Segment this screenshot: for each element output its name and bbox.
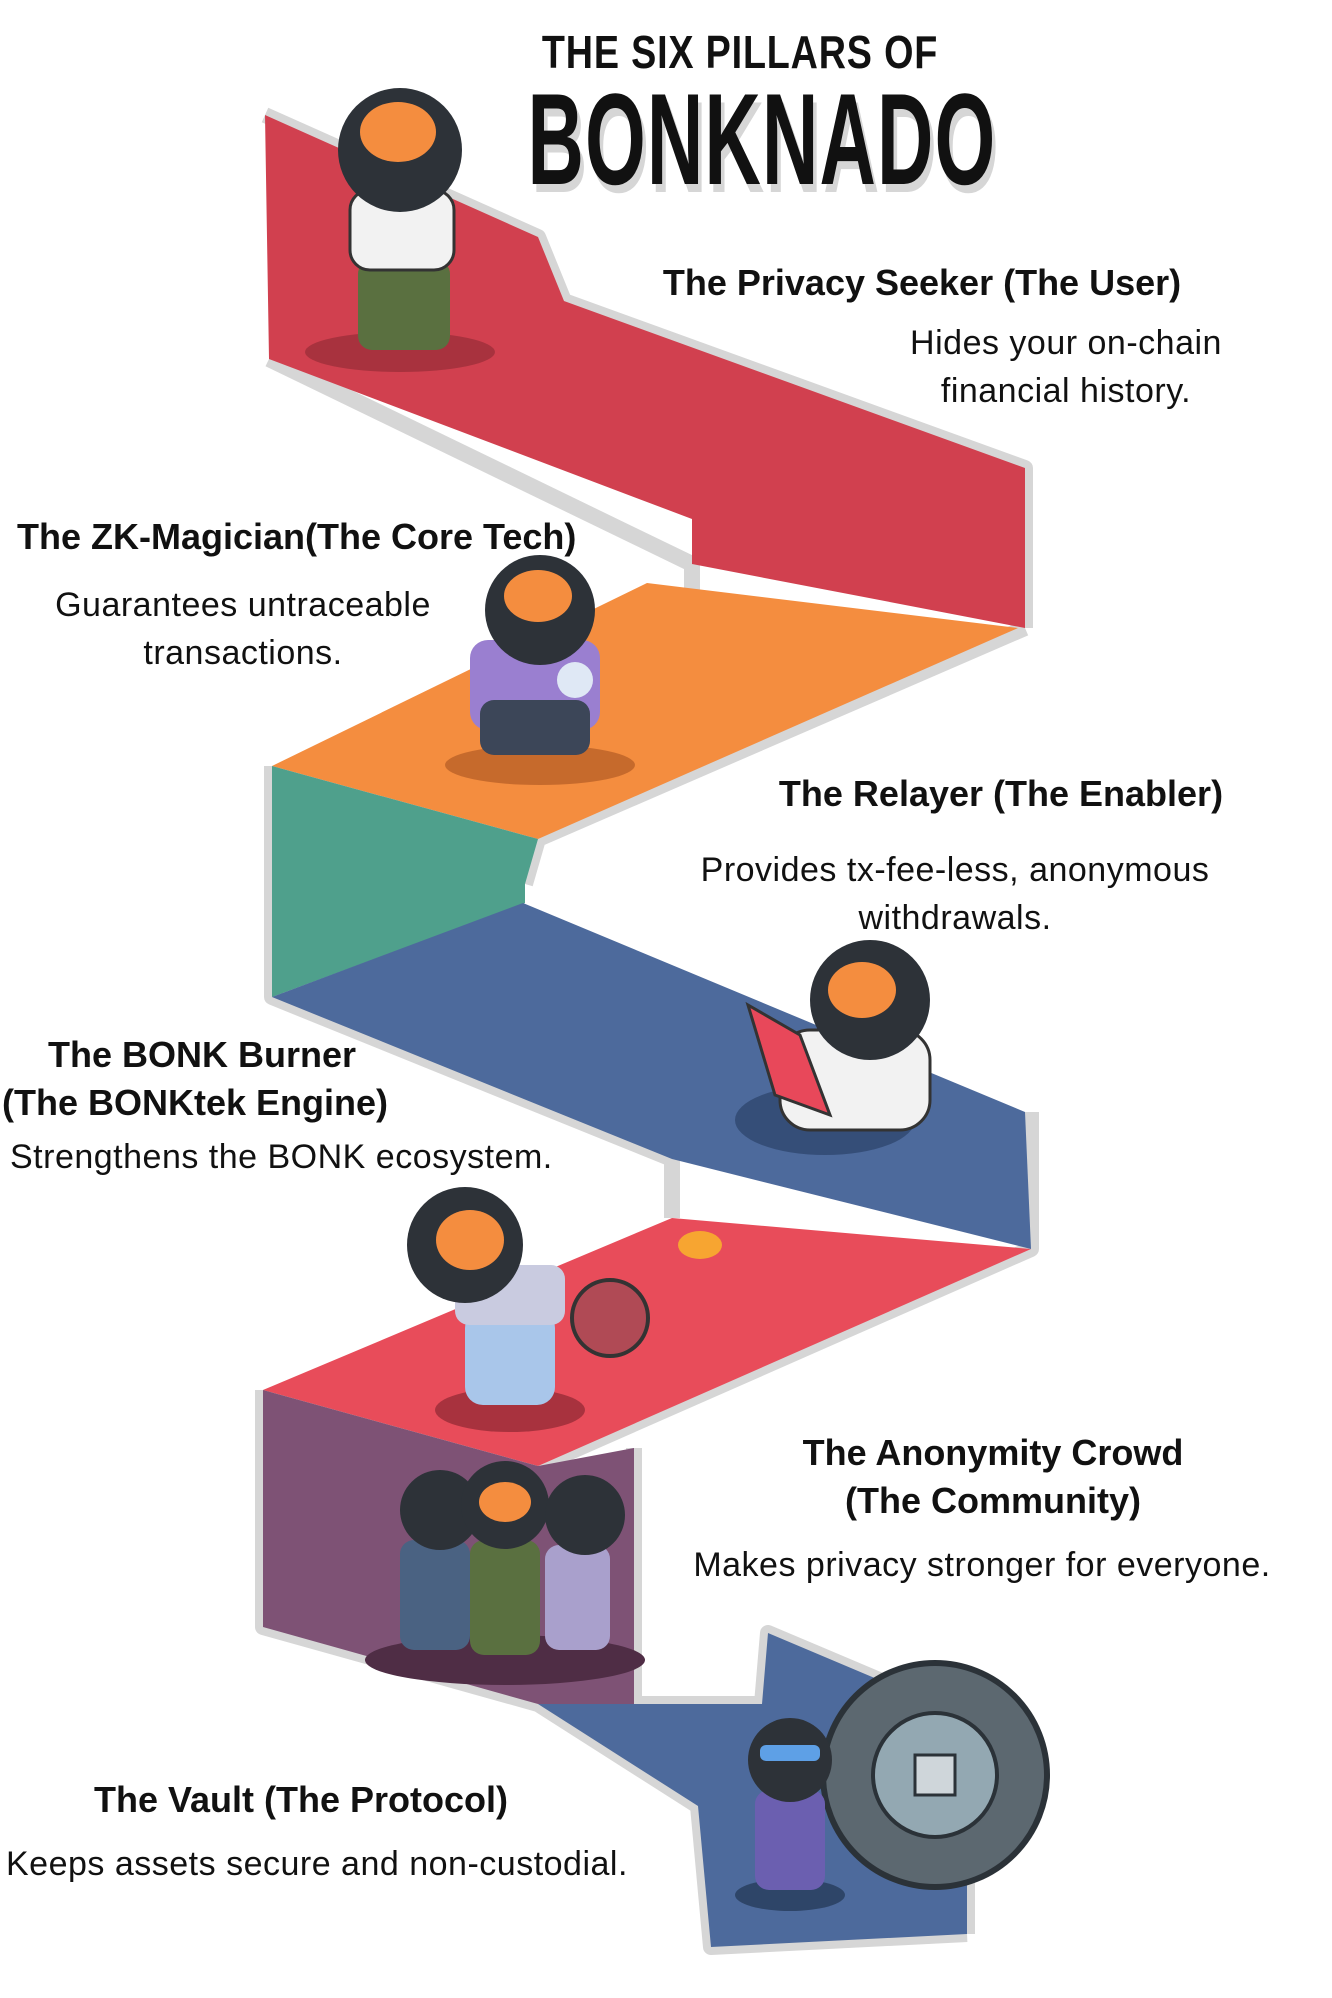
pillar-3-desc-line-2: withdrawals. (858, 899, 1052, 937)
pillar-2-desc-line-2: transactions. (143, 634, 343, 672)
pillar-2-heading: The ZK-Magician(The Core Tech) (17, 516, 577, 557)
pillar-4-heading-line-1: The BONK Burner (47, 1034, 357, 1075)
pillar-2-desc-line-1: Guarantees untraceable (55, 586, 431, 624)
relayer-mascot-icon (735, 940, 932, 1155)
vault-door-icon (820, 1660, 1050, 1890)
pillar-6-desc: Keeps assets secure and non-custodial. (6, 1845, 628, 1883)
vault-guard-mascot-icon (735, 1718, 845, 1911)
pillar-5-heading-line-1: The Anonymity Crowd (802, 1432, 1184, 1473)
zk-magician-mascot-icon (445, 555, 635, 785)
pillar-4-desc: Strengthens the BONK ecosystem. (10, 1138, 553, 1176)
pillar-6-heading: The Vault (The Protocol) (93, 1779, 509, 1820)
pillar-3-heading: The Relayer (The Enabler) (778, 773, 1224, 814)
privacy-seeker-mascot-icon (305, 88, 495, 372)
pillar-5-desc: Makes privacy stronger for everyone. (693, 1546, 1271, 1584)
segment-teal (272, 766, 538, 997)
pillar-3-desc-line-1: Provides tx-fee-less, anonymous (700, 851, 1210, 889)
pillar-1-desc-line-1: Hides your on-chain (910, 324, 1222, 362)
bonk-burner-mascot-icon (407, 1187, 722, 1432)
anonymity-crowd-mascots-icon (365, 1461, 645, 1685)
title-bonknado-logo: BONKNADO (527, 66, 997, 212)
pillar-4-heading-line-2: (The BONKtek Engine) (2, 1082, 389, 1123)
title-line-1: THE SIX PILLARS OF (541, 26, 939, 78)
pillar-1-heading: The Privacy Seeker (The User) (662, 262, 1182, 303)
segment-blue (272, 903, 1031, 1249)
pillar-5-heading-line-2: (The Community) (845, 1480, 1141, 1521)
pillar-1-desc-line-2: financial history. (940, 372, 1192, 410)
